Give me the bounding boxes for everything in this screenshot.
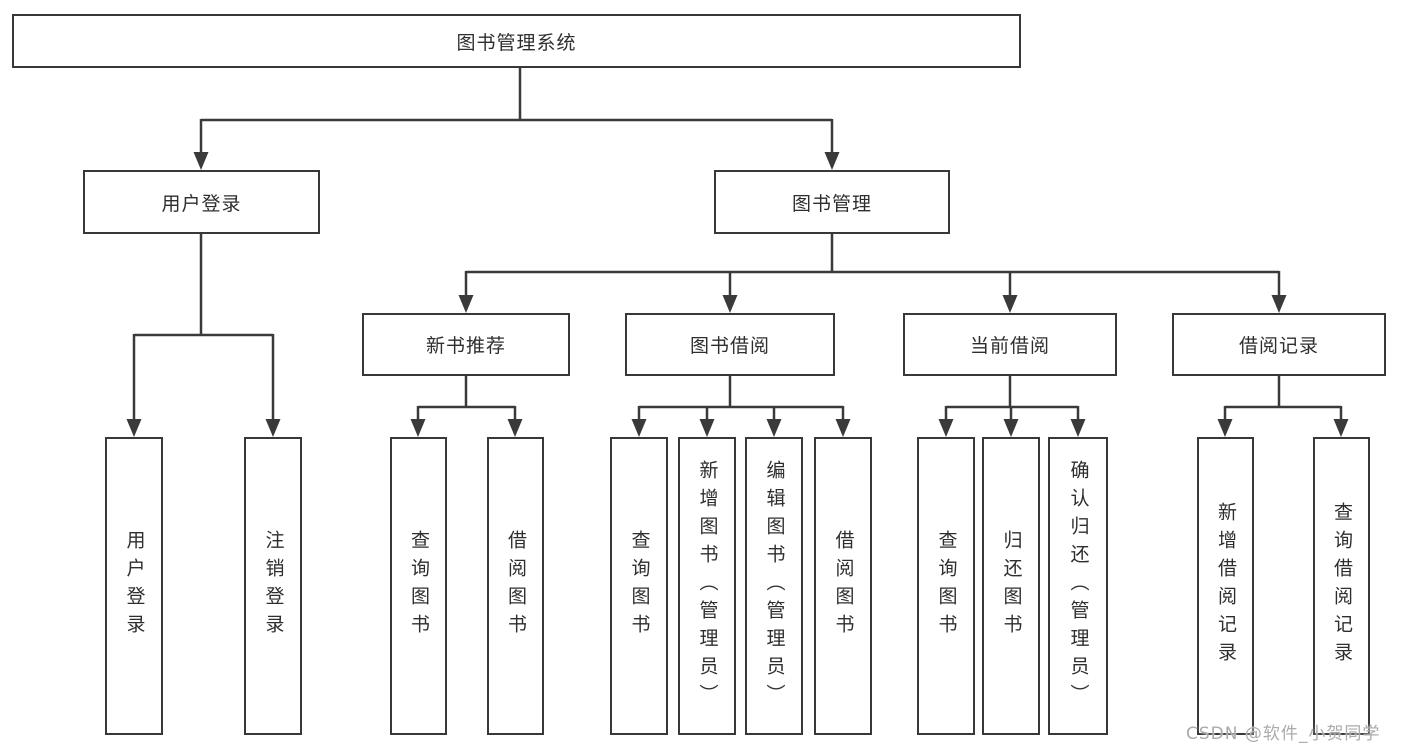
connector-newbook-to-children bbox=[410, 376, 523, 437]
node-borrow-books-leaf: 借阅图书 bbox=[814, 437, 872, 735]
node-query-books-current: 查询图书 bbox=[917, 437, 975, 735]
node-borrow-records: 借阅记录 bbox=[1172, 313, 1386, 376]
node-user-login: 用户登录 bbox=[83, 170, 320, 234]
node-library-management-system: 图书管理系统 bbox=[12, 14, 1021, 68]
node-borrow-books-recommend: 借阅图书 bbox=[487, 437, 544, 735]
node-confirm-return-admin: 确认归还（管理员） bbox=[1048, 437, 1108, 735]
node-add-borrow-record: 新增借阅记录 bbox=[1197, 437, 1254, 735]
connector-userlogin-to-children bbox=[126, 234, 281, 437]
connector-root-to-level2 bbox=[193, 68, 840, 170]
node-user-login-leaf: 用户登录 bbox=[105, 437, 163, 735]
connector-currentborrow-to-children bbox=[938, 376, 1086, 437]
connector-bookborrow-to-children bbox=[631, 376, 851, 437]
node-add-book-admin: 新增图书（管理员） bbox=[678, 437, 736, 735]
node-book-management: 图书管理 bbox=[714, 170, 950, 234]
connector-records-to-children bbox=[1217, 376, 1349, 437]
node-new-book-recommend: 新书推荐 bbox=[362, 313, 570, 376]
node-logout: 注销登录 bbox=[244, 437, 302, 735]
node-book-borrow: 图书借阅 bbox=[625, 313, 835, 376]
node-query-borrow-record: 查询借阅记录 bbox=[1313, 437, 1370, 735]
node-return-book: 归还图书 bbox=[982, 437, 1040, 735]
connector-bookmgmt-to-level3 bbox=[458, 234, 1287, 313]
node-query-books-borrow: 查询图书 bbox=[610, 437, 668, 735]
csdn-watermark: CSDN @软件_小贺同学 bbox=[1186, 724, 1381, 744]
node-edit-book-admin: 编辑图书（管理员） bbox=[745, 437, 803, 735]
node-query-books-recommend: 查询图书 bbox=[390, 437, 447, 735]
node-current-borrow: 当前借阅 bbox=[903, 313, 1117, 376]
